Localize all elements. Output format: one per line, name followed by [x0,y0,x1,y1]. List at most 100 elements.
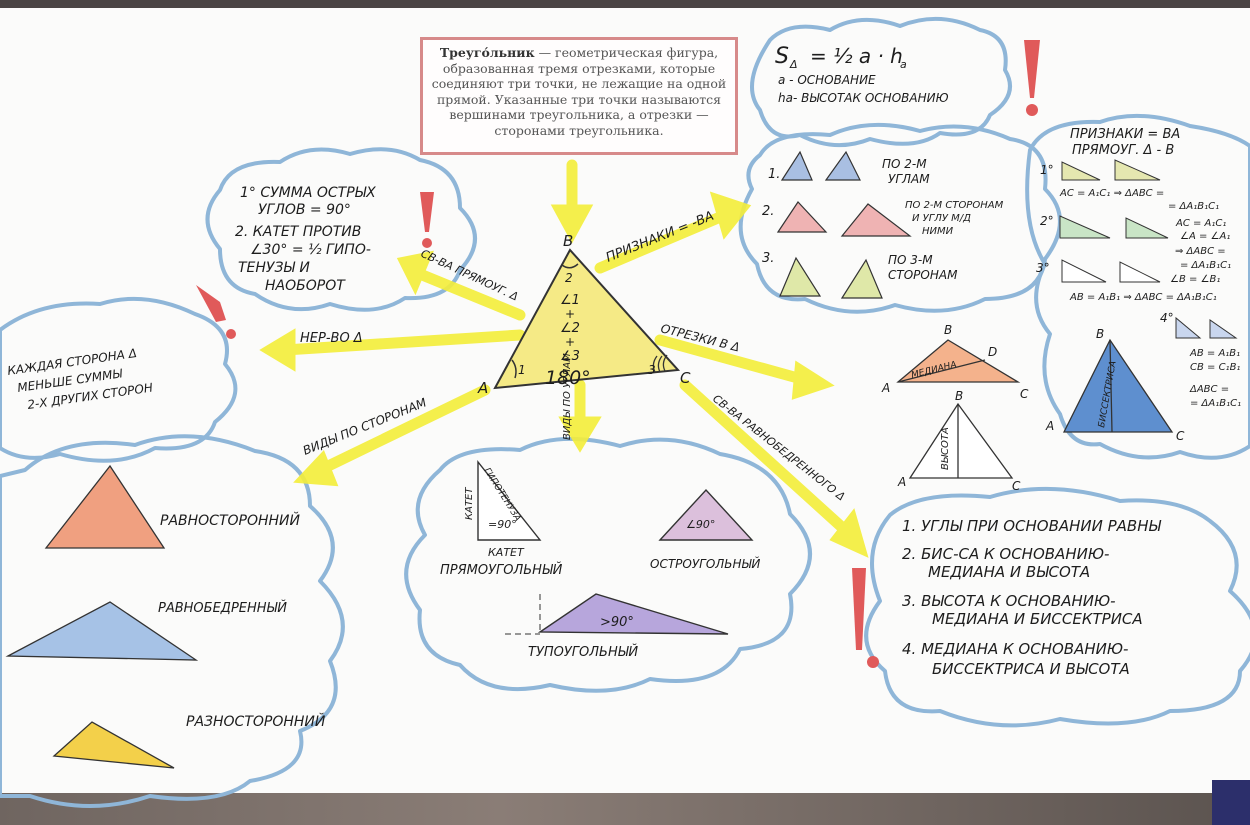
height-b: B [955,389,963,403]
bisector-c: C [1176,429,1185,443]
arrow-right-props-head [396,250,435,296]
isosceles-prop-2-line-2: МЕДИАНА И ВЫСОТА [928,563,1090,581]
equilateral-triangle [44,464,166,549]
median-c: C [1020,387,1029,401]
right-prop-2-line-1: 2. КАТЕТ ПРОТИВ [235,224,361,240]
right-eq-r1: AC = A₁C₁ ⇒ ΔABC = [1059,188,1164,199]
leg-label-horizontal: КАТЕТ [488,546,525,559]
cloud-signs [738,122,1062,314]
sign-3-line-2: СТОРОНАМ [888,268,958,282]
arrow-right-props [409,266,526,321]
exclamation-dot-icon [422,238,432,248]
right-props-text: 1° СУММА ОСТРЫХ УГЛОВ = 90° 2. КАТЕТ ПРО… [235,185,376,294]
exclamation-dot-icon [226,329,236,339]
right-type-label: ПРЯМОУГОЛЬНЫЙ [440,562,563,578]
isosceles-prop-4-line-2: БИССЕКТРИСА И ВЫСОТА [932,660,1130,678]
median-d: D [988,345,997,359]
right-eq-r4d: = ΔA₁B₁C₁ [1190,398,1241,409]
vertex-a-label: A [477,379,488,397]
sum-total: 180° [545,367,591,389]
equilateral-label: РАВНОСТОРОННИЙ [160,511,301,529]
exclamation-icon [852,568,866,650]
right-eq-r4: AB = A₁B₁ [1189,348,1240,359]
isosceles-props: 1. УГЛЫ ПРИ ОСНОВАНИИ РАВНЫ 2. БИС-СА К … [902,517,1161,678]
sign-2-line-1: ПО 2-М СТОРОНАМ [905,200,1004,211]
arrow-segments-head [791,360,835,400]
cloud-right-props [205,147,477,312]
right-eq-r1b: = ΔA₁B₁C₁ [1168,201,1219,212]
arrow-signs [594,209,731,274]
arrow-isosceles [679,379,851,536]
definition-term: Треуго́льник [439,45,535,60]
median-b: B [944,323,952,337]
exclamation-dot-icon [1026,104,1038,116]
obtuse-triangle [537,593,729,635]
isosceles-prop-1: 1. УГЛЫ ПРИ ОСНОВАНИИ РАВНЫ [902,517,1161,535]
acute-type-label: ОСТРОУГОЛЬНЫЙ [650,556,760,571]
central-triangle-shape [493,248,681,390]
definition-text: — геометрическая фигура, образованная тр… [431,45,727,138]
right-eq-r4c: ΔABC = [1189,384,1229,395]
area-rhs-sub: a [900,58,907,71]
right-eq-r2d: = ΔA₁B₁C₁ [1180,260,1231,271]
branch-by-angles: ВИДЫ ПО УГЛАМ [562,353,573,440]
height-label: ВЫСОТА [940,427,951,470]
right-angle-label: =90° [488,518,517,531]
exclamation-marks [196,40,1040,668]
obtuse-type-label: ТУПОУГОЛЬНЫЙ [528,644,638,660]
right-eq-n2: 2° [1040,214,1054,228]
right-eq-r2: AC = A₁C₁ [1175,218,1226,229]
exclamation-dot-icon [867,656,879,668]
right-equality: ПРИЗНАКИ = ВА ПРЯМОУГ. Δ - В 1° AC = A₁C… [1036,127,1241,409]
sign-2-line-2: И УГЛУ М/Д [912,213,971,224]
segment-examples: МЕДИАНА A B C D ВЫСОТА A B C БИССЕКТРИСА… [881,323,1185,493]
isosceles-prop-3-line-2: МЕДИАНА И БИССЕКТРИСА [932,610,1143,628]
right-eq-title-1: ПРИЗНАКИ = ВА [1070,127,1180,142]
obtuse-angle-label: >90° [600,615,634,630]
arrow-by-angles-head [558,416,602,453]
isosceles-prop-2-line-1: 2. БИС-СА К ОСНОВАНИЮ- [902,545,1109,563]
sum-line-1: ∠1 [560,293,580,308]
right-eq-title-2: ПРЯМОУГ. Δ - В [1072,143,1174,158]
right-eq-n3: 3° [1036,261,1050,275]
height-triangle [908,402,1014,479]
right-prop-1-line-2: УГЛОВ = 90° [258,202,351,218]
arrows [259,159,869,558]
vertex-b-label: B [563,232,573,250]
sign-1-line-1: ПО 2-М [882,157,927,171]
sign-3-number: 3. [762,251,774,266]
exclamation-icon [1024,40,1040,98]
sign-3-line-1: ПО 3-М [888,253,933,267]
right-prop-2-line-4: НАОБОРОТ [265,278,346,294]
clouds [0,16,1250,808]
cloud-inequality [0,296,238,463]
bisector-b: B [1096,327,1104,341]
central-triangle: B A C 1 2 3 ∠1 + ∠2 + ∠3 180° [477,232,691,397]
cloud-isosceles [864,486,1250,728]
area-formula: S Δ = ½ a · h a a - ОСНОВАНИЕ ha- ВЫСОТА… [775,44,949,105]
arrow-isosceles-head [829,508,869,558]
cloud-by-sides [0,434,345,808]
area-rhs: = ½ a · h [810,44,903,68]
definition-box: Треуго́льник — геометрическая фигура, об… [420,37,738,155]
isosceles-prop-4-line-1: 4. МЕДИАНА К ОСНОВАНИЮ- [902,640,1128,658]
arrow-definition-head [550,204,594,244]
scalene-label: РАЗНОСТОРОННИЙ [186,712,326,730]
area-height-line: ha- ВЫСОТАК ОСНОВАНИЮ [778,91,949,105]
right-prop-2-line-2: ∠30° = ½ ГИПО- [250,242,371,258]
sum-line-2: ∠2 [560,321,580,336]
area-s-sub: Δ [789,58,798,71]
types-by-sides: РАВНОСТОРОННИЙ РАВНОБЕДРЕННЫЙ РАЗНОСТОРО… [5,464,326,769]
vertex-c-label: C [680,369,691,387]
exclamation-icon [420,192,434,232]
equality-signs: 1. ПО 2-М УГЛАМ 2. ПО 2-М СТОРОНАМ И УГЛ… [762,150,1004,299]
right-triangle [477,459,542,541]
sign-1-number: 1. [768,167,780,182]
inequality-text: КАЖДАЯ СТОРОНА Δ МЕНЬШЕ СУММЫ 2-Х ДРУГИХ… [6,346,153,412]
acute-triangle [658,488,754,541]
sum-plus-2: + [565,335,575,349]
bisector-triangle [1062,338,1174,433]
angle-1-label: 1 [518,363,526,377]
arrow-inequality-head [259,328,296,372]
